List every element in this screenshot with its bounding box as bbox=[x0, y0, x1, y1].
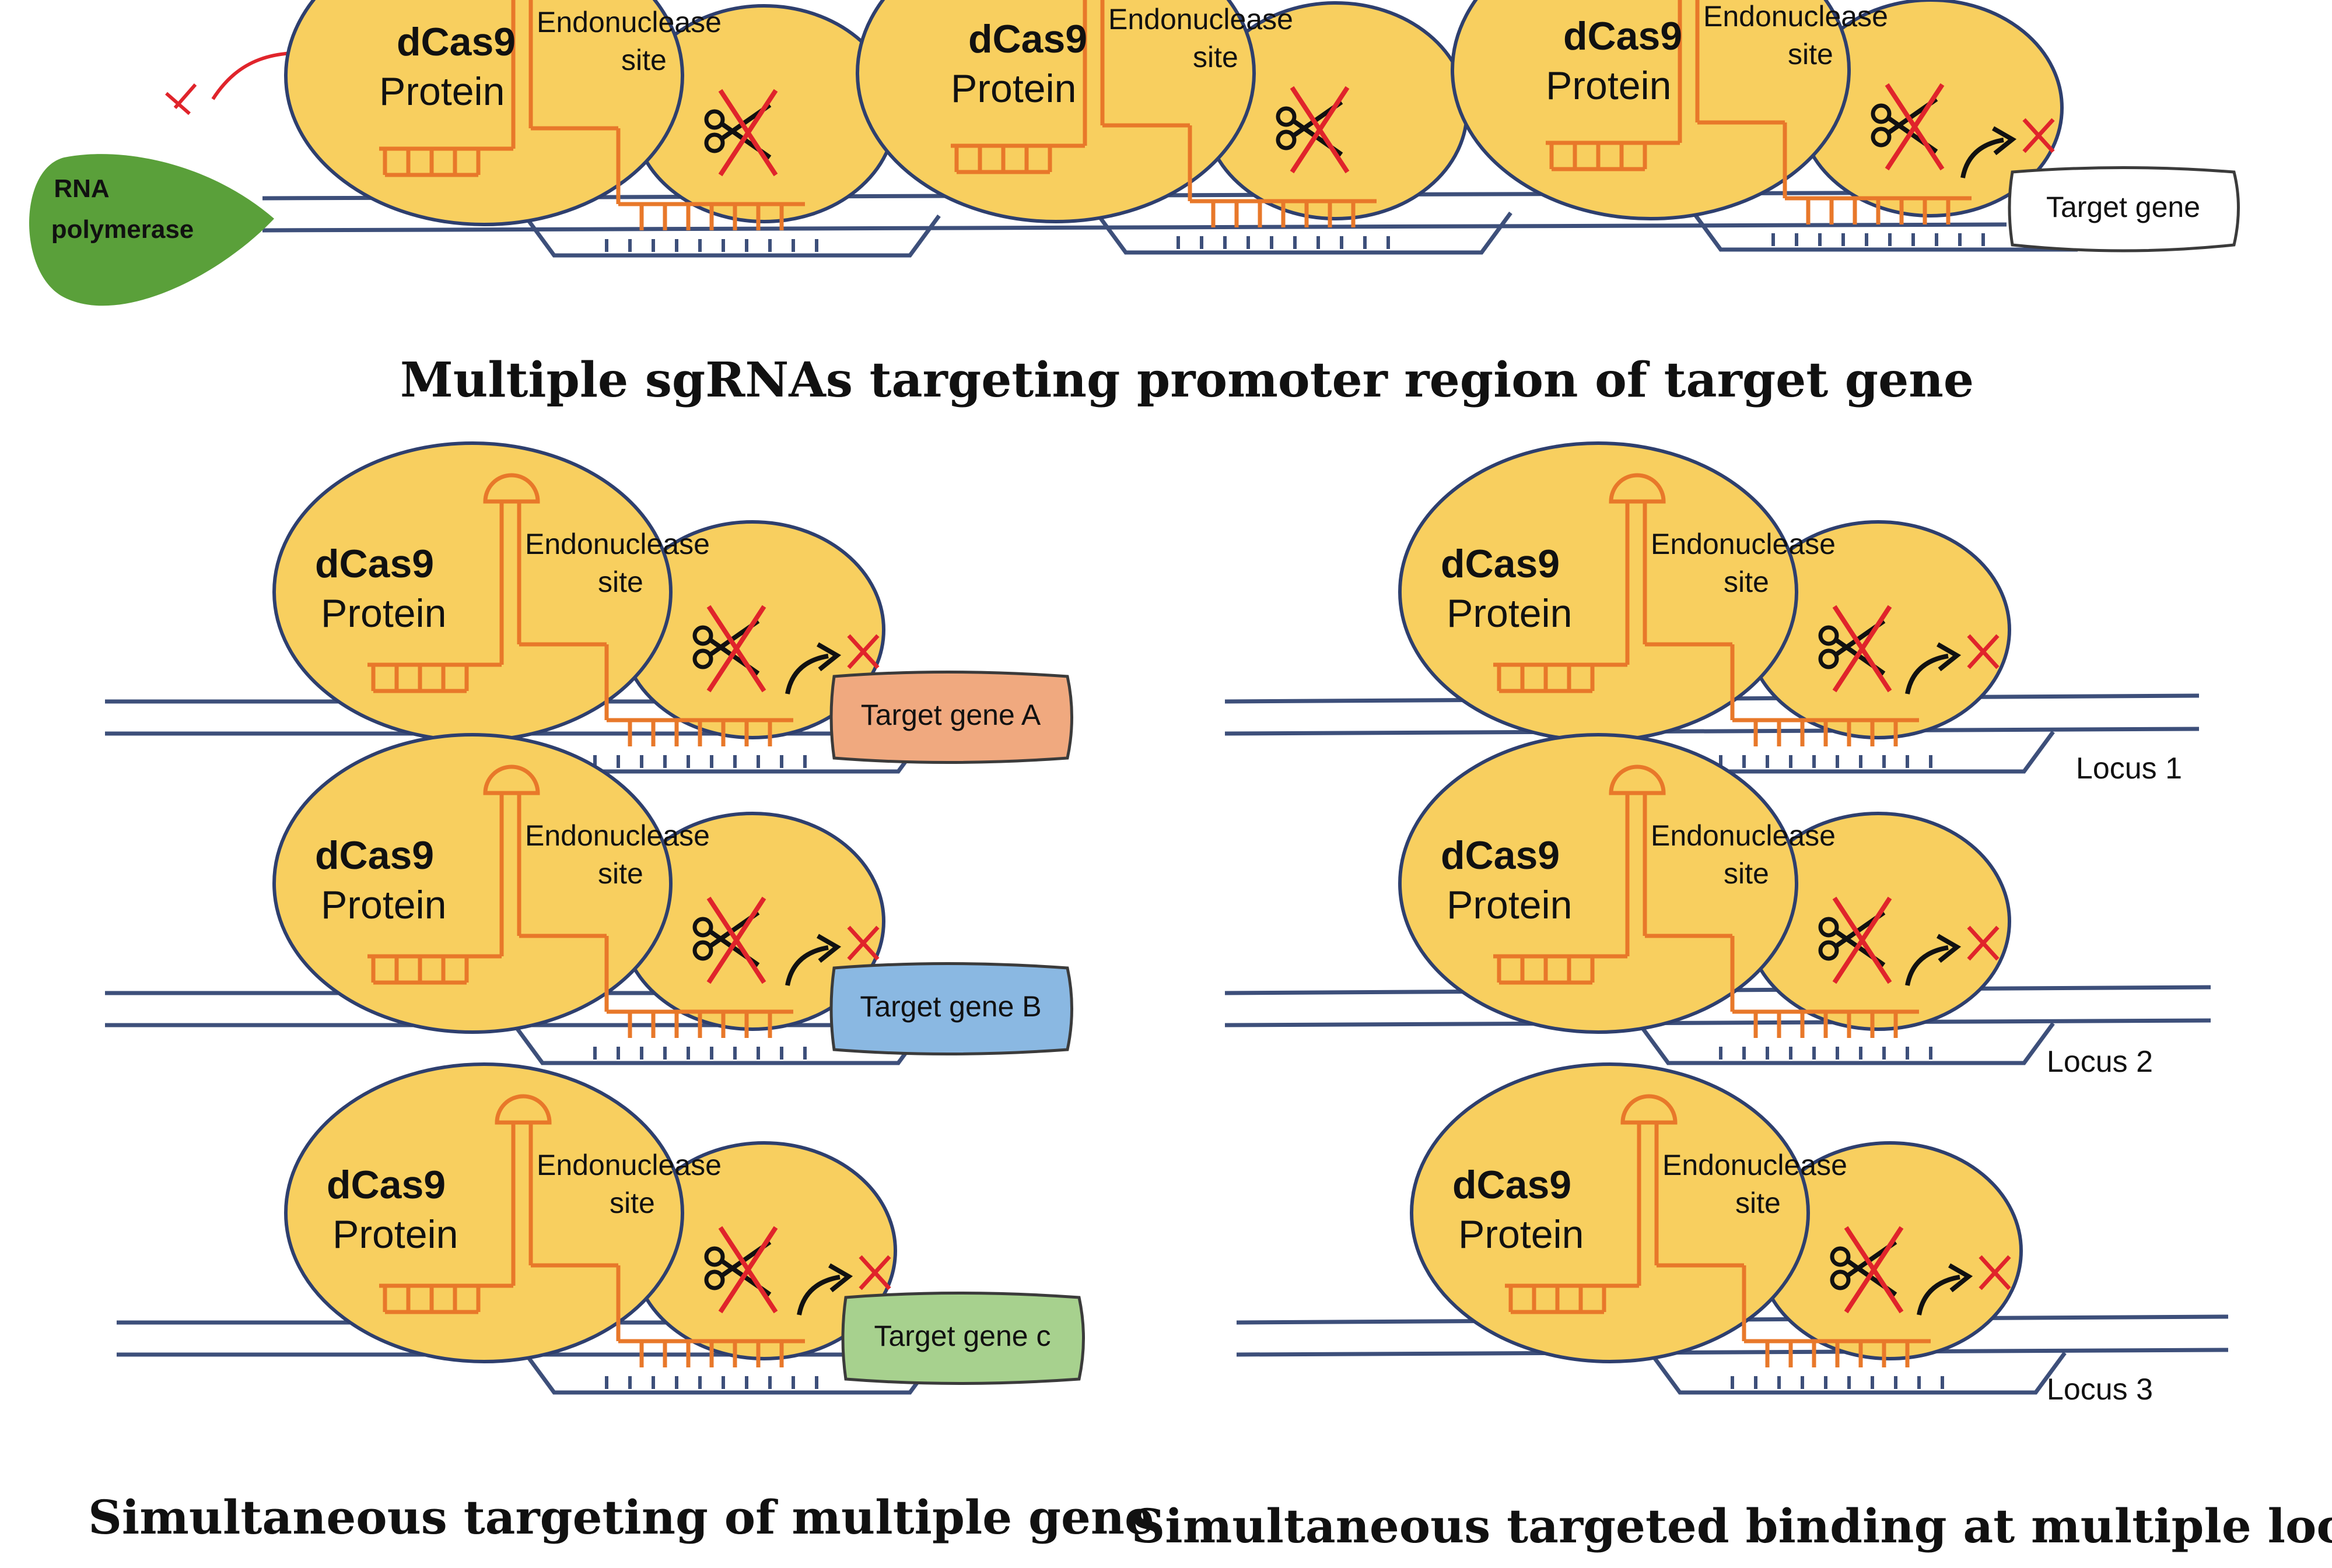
svg-text:Protein: Protein bbox=[321, 591, 446, 636]
target-gene-b-label: Target gene B bbox=[860, 990, 1041, 1023]
locus-2-label: Locus 2 bbox=[2047, 1045, 2153, 1079]
svg-text:Endonuclease: Endonuclease bbox=[1662, 1149, 1847, 1181]
svg-text:site: site bbox=[1724, 857, 1769, 890]
polymerase-label-2: polymerase bbox=[51, 215, 194, 244]
rna-polymerase-shape bbox=[29, 154, 274, 306]
svg-text:Endonuclease: Endonuclease bbox=[1651, 528, 1836, 560]
target-gene-c-label: Target gene c bbox=[874, 1320, 1051, 1352]
svg-text:dCas9: dCas9 bbox=[1441, 833, 1560, 878]
svg-text:site: site bbox=[1724, 566, 1769, 598]
svg-text:dCas9: dCas9 bbox=[327, 1163, 446, 1207]
target-gene-b-box bbox=[829, 962, 1073, 1055]
svg-text:site: site bbox=[621, 44, 667, 76]
svg-text:Endonuclease: Endonuclease bbox=[525, 528, 710, 560]
locus-1-label: Locus 1 bbox=[2076, 752, 2182, 785]
svg-text:dCas9: dCas9 bbox=[315, 833, 434, 878]
dcas9-complex: dCas9 Protein Endonuclease site bbox=[1452, 0, 2106, 250]
target-gene-label: Target gene bbox=[2046, 191, 2200, 223]
dcas9-complex: dCas9 Protein Endonuclease site bbox=[274, 735, 927, 1063]
svg-text:dCas9: dCas9 bbox=[397, 20, 516, 64]
top-panel: RNA polymerase dCas9 Protein Endonucleas… bbox=[29, 0, 2240, 408]
svg-text:Protein: Protein bbox=[321, 883, 446, 927]
svg-text:dCas9: dCas9 bbox=[1563, 14, 1682, 58]
svg-text:Endonuclease: Endonuclease bbox=[1651, 819, 1836, 852]
svg-text:site: site bbox=[610, 1187, 655, 1219]
dcas9-complex: dCas9 Protein Endonuclease site bbox=[286, 1064, 939, 1392]
dcas9-complex: dCas9 Protein Endonuclease site bbox=[286, 0, 939, 255]
dcas9-complex: dCas9 Protein Endonuclease site bbox=[274, 443, 927, 771]
svg-text:Endonuclease: Endonuclease bbox=[1108, 3, 1293, 36]
target-gene-a-box bbox=[829, 671, 1073, 764]
svg-text:Endonuclease: Endonuclease bbox=[537, 1149, 722, 1181]
svg-text:Endonuclease: Endonuclease bbox=[1703, 0, 1888, 33]
svg-text:Protein: Protein bbox=[1447, 883, 1572, 927]
svg-text:dCas9: dCas9 bbox=[968, 17, 1087, 61]
locus-3-label: Locus 3 bbox=[2047, 1373, 2153, 1406]
svg-text:Protein: Protein bbox=[1447, 591, 1572, 636]
svg-text:dCas9: dCas9 bbox=[1441, 542, 1560, 586]
svg-text:site: site bbox=[1735, 1187, 1781, 1219]
svg-text:Endonuclease: Endonuclease bbox=[537, 6, 722, 38]
dcas9-complex: dCas9 Protein Endonuclease site bbox=[1400, 735, 2053, 1063]
svg-text:site: site bbox=[598, 566, 643, 598]
top-caption: Multiple sgRNAs targeting promoter regio… bbox=[400, 352, 1974, 408]
svg-text:site: site bbox=[598, 857, 643, 890]
svg-text:site: site bbox=[1193, 41, 1238, 73]
svg-text:Protein: Protein bbox=[332, 1212, 458, 1257]
svg-text:Protein: Protein bbox=[1458, 1212, 1584, 1257]
target-gene-box bbox=[2008, 166, 2240, 252]
svg-text:dCas9: dCas9 bbox=[1452, 1163, 1571, 1207]
svg-text:Protein: Protein bbox=[1546, 64, 1671, 108]
svg-text:Protein: Protein bbox=[379, 69, 505, 114]
target-gene-c-box bbox=[841, 1292, 1085, 1385]
dcas9-complex: dCas9 Protein Endonuclease site bbox=[857, 0, 1511, 252]
dcas9-complex: dCas9 Protein Endonuclease site bbox=[1412, 1064, 2065, 1392]
svg-text:Endonuclease: Endonuclease bbox=[525, 819, 710, 852]
svg-text:site: site bbox=[1788, 38, 1833, 71]
left-panel: dCas9 Protein Endonuclease site Target g… bbox=[88, 443, 1154, 1545]
dcas9-complex: dCas9 Protein Endonuclease site bbox=[1400, 443, 2053, 771]
right-caption: Simultaneous targeted binding at multipl… bbox=[1132, 1499, 2332, 1553]
right-panel: dCas9 Protein Endonuclease site Locus 1 … bbox=[1132, 443, 2332, 1553]
polymerase-label-1: RNA bbox=[54, 174, 109, 203]
svg-text:dCas9: dCas9 bbox=[315, 542, 434, 586]
svg-text:Protein: Protein bbox=[951, 66, 1076, 111]
target-gene-a-label: Target gene A bbox=[861, 699, 1041, 731]
left-caption: Simultaneous targeting of multiple gene bbox=[88, 1490, 1154, 1545]
